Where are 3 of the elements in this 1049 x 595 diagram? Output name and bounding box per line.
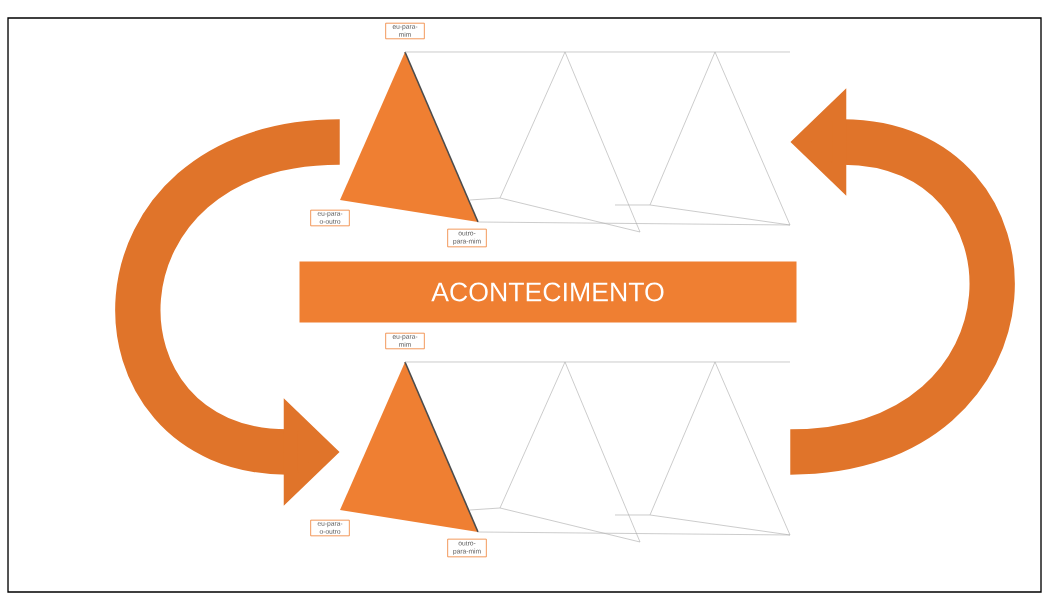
event-banner: ACONTECIMENTO	[299, 261, 797, 323]
triangle-drawing	[340, 361, 791, 543]
triangle-drawing	[340, 51, 791, 233]
